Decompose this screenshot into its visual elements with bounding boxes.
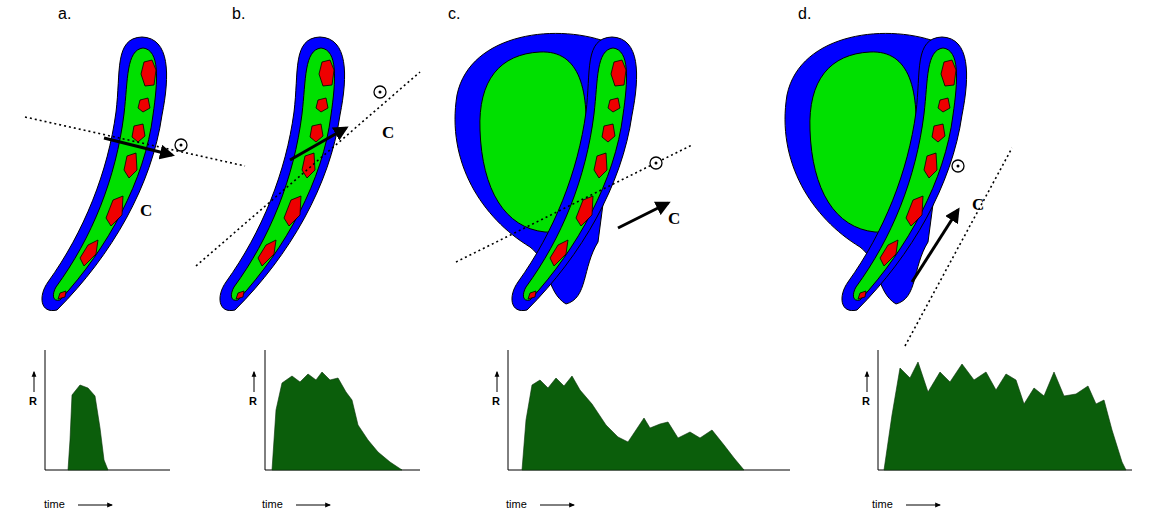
- motion-label: C: [382, 124, 394, 141]
- panel-letter: b.: [232, 6, 245, 22]
- motion-label: C: [972, 196, 984, 213]
- panel-letter: a.: [58, 6, 71, 22]
- axis-label: time: [872, 499, 893, 510]
- axis-label: R: [862, 396, 870, 407]
- chart-axes: [45, 350, 1132, 470]
- panel-letter: d.: [798, 6, 811, 22]
- motion-arrow: [104, 128, 958, 282]
- panel-letter: c.: [448, 6, 460, 22]
- observer-dot: [180, 91, 960, 168]
- axis-arrow: [34, 372, 940, 505]
- axis-label: time: [506, 499, 527, 510]
- axis-label: time: [44, 499, 65, 510]
- axis-label: time: [262, 499, 283, 510]
- cross-section-line: [25, 72, 1012, 346]
- observer-site: [175, 86, 964, 172]
- axis-label: R: [29, 396, 37, 407]
- rain-rate-trace: [68, 362, 1126, 470]
- motion-label: C: [668, 210, 680, 227]
- axis-label: R: [249, 396, 257, 407]
- motion-label: C: [140, 202, 152, 219]
- axis-label: R: [492, 396, 500, 407]
